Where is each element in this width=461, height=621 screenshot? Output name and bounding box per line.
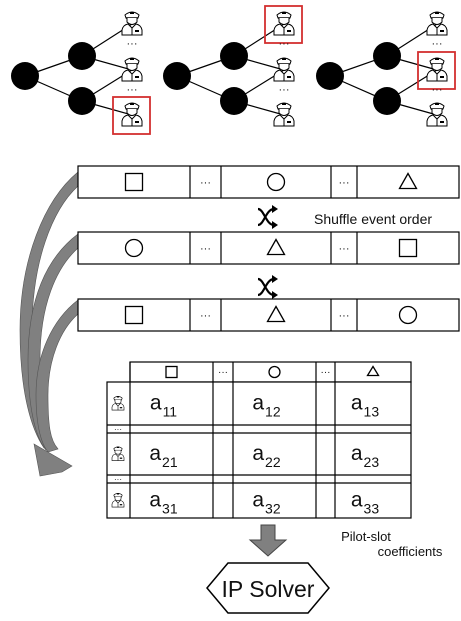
coefficient-subscript: 11 — [163, 404, 178, 420]
coefficient-subscript: 13 — [364, 404, 380, 420]
tree-node — [68, 42, 96, 70]
event-order-rows: ··· ··· ··· ··· ··· ··· — [77, 165, 460, 332]
pilot-icon — [121, 102, 143, 127]
flow-arrows — [19, 171, 79, 477]
row-ellipsis: ··· — [339, 177, 350, 189]
tree-node — [220, 42, 248, 70]
square-event-icon — [398, 238, 418, 258]
matrix-body-frame — [106, 381, 412, 519]
event-row-3: ··· ··· — [77, 298, 460, 332]
event-row-2: ··· ··· — [77, 231, 460, 265]
coefficient-subscript: 21 — [162, 454, 178, 470]
matrix-caption-line1: Pilot-slot — [341, 529, 391, 544]
shuffle-icon — [257, 205, 278, 229]
circle-event-icon — [398, 305, 418, 325]
ip-solver-label: IP Solver — [222, 576, 315, 602]
matrix-header-ellipsis: ··· — [321, 367, 331, 378]
tree-ellipsis: ··· — [127, 38, 138, 50]
tree-ellipsis: ··· — [127, 84, 138, 96]
selected-pilot-box — [264, 5, 303, 44]
tree-node — [373, 42, 401, 70]
selected-pilot-box — [112, 96, 151, 135]
matrix-header-ellipsis: ··· — [218, 367, 228, 378]
tree-ellipsis: ··· — [279, 38, 290, 50]
circle-header-icon — [268, 365, 281, 379]
row-ellipsis: ··· — [200, 177, 211, 189]
square-event-icon — [124, 305, 144, 325]
coefficient-subscript: 31 — [162, 501, 178, 517]
tree-node — [68, 87, 96, 115]
square-event-icon — [124, 172, 144, 192]
pilot-icon — [121, 57, 143, 82]
tree-1: ··· ··· — [11, 11, 151, 135]
tree-node — [373, 87, 401, 115]
shuffle-label: Shuffle event order — [314, 211, 432, 227]
pilot-icon — [121, 11, 143, 36]
coefficient-subscript: 12 — [265, 404, 281, 420]
row-ellipsis: ··· — [339, 310, 350, 322]
row-ellipsis: ··· — [200, 310, 211, 322]
triangle-event-icon — [266, 238, 286, 256]
triangle-header-icon — [366, 365, 380, 377]
hierarchy-trees: ··· ··· ··· ··· ··· ··· — [11, 5, 456, 135]
down-arrow-icon — [248, 524, 288, 557]
pilot-icon — [426, 57, 448, 82]
pilot-icon — [273, 57, 295, 82]
coefficient-subscript: 23 — [364, 454, 380, 470]
triangle-event-icon — [266, 305, 286, 323]
row-ellipsis: ··· — [200, 243, 211, 255]
shuffle-icon — [257, 275, 278, 299]
matrix-caption-line2: coefficients — [378, 544, 443, 559]
tree-node — [316, 62, 344, 90]
pilot-icon — [273, 11, 295, 36]
pilot-icon — [273, 102, 295, 127]
event-row-1: ··· ··· — [77, 165, 460, 199]
tree-ellipsis: ··· — [432, 38, 443, 50]
tree-ellipsis: ··· — [279, 84, 290, 96]
tree-3: ··· ··· — [316, 11, 456, 127]
pilot-icon — [426, 11, 448, 36]
tree-ellipsis: ··· — [432, 84, 443, 96]
selected-pilot-box — [417, 51, 456, 90]
row-ellipsis: ··· — [339, 243, 350, 255]
tree-2: ··· ··· — [163, 5, 303, 127]
ip-solver-node: IP Solver — [206, 562, 330, 614]
coefficient-subscript: 33 — [364, 501, 380, 517]
circle-event-icon — [124, 238, 144, 258]
circle-event-icon — [266, 172, 286, 192]
tree-node — [220, 87, 248, 115]
matrix-row-ellipsis: ··· — [114, 475, 122, 484]
coefficient-subscript: 22 — [265, 454, 281, 470]
square-header-icon — [165, 365, 178, 379]
flow-arrow-3 — [35, 299, 79, 453]
flow-arrow-head — [33, 443, 73, 477]
tree-node — [163, 62, 191, 90]
triangle-event-icon — [398, 172, 418, 190]
coefficient-subscript: 32 — [265, 501, 281, 517]
tree-node — [11, 62, 39, 90]
matrix-row-ellipsis: ··· — [114, 425, 122, 434]
pilot-icon — [426, 102, 448, 127]
